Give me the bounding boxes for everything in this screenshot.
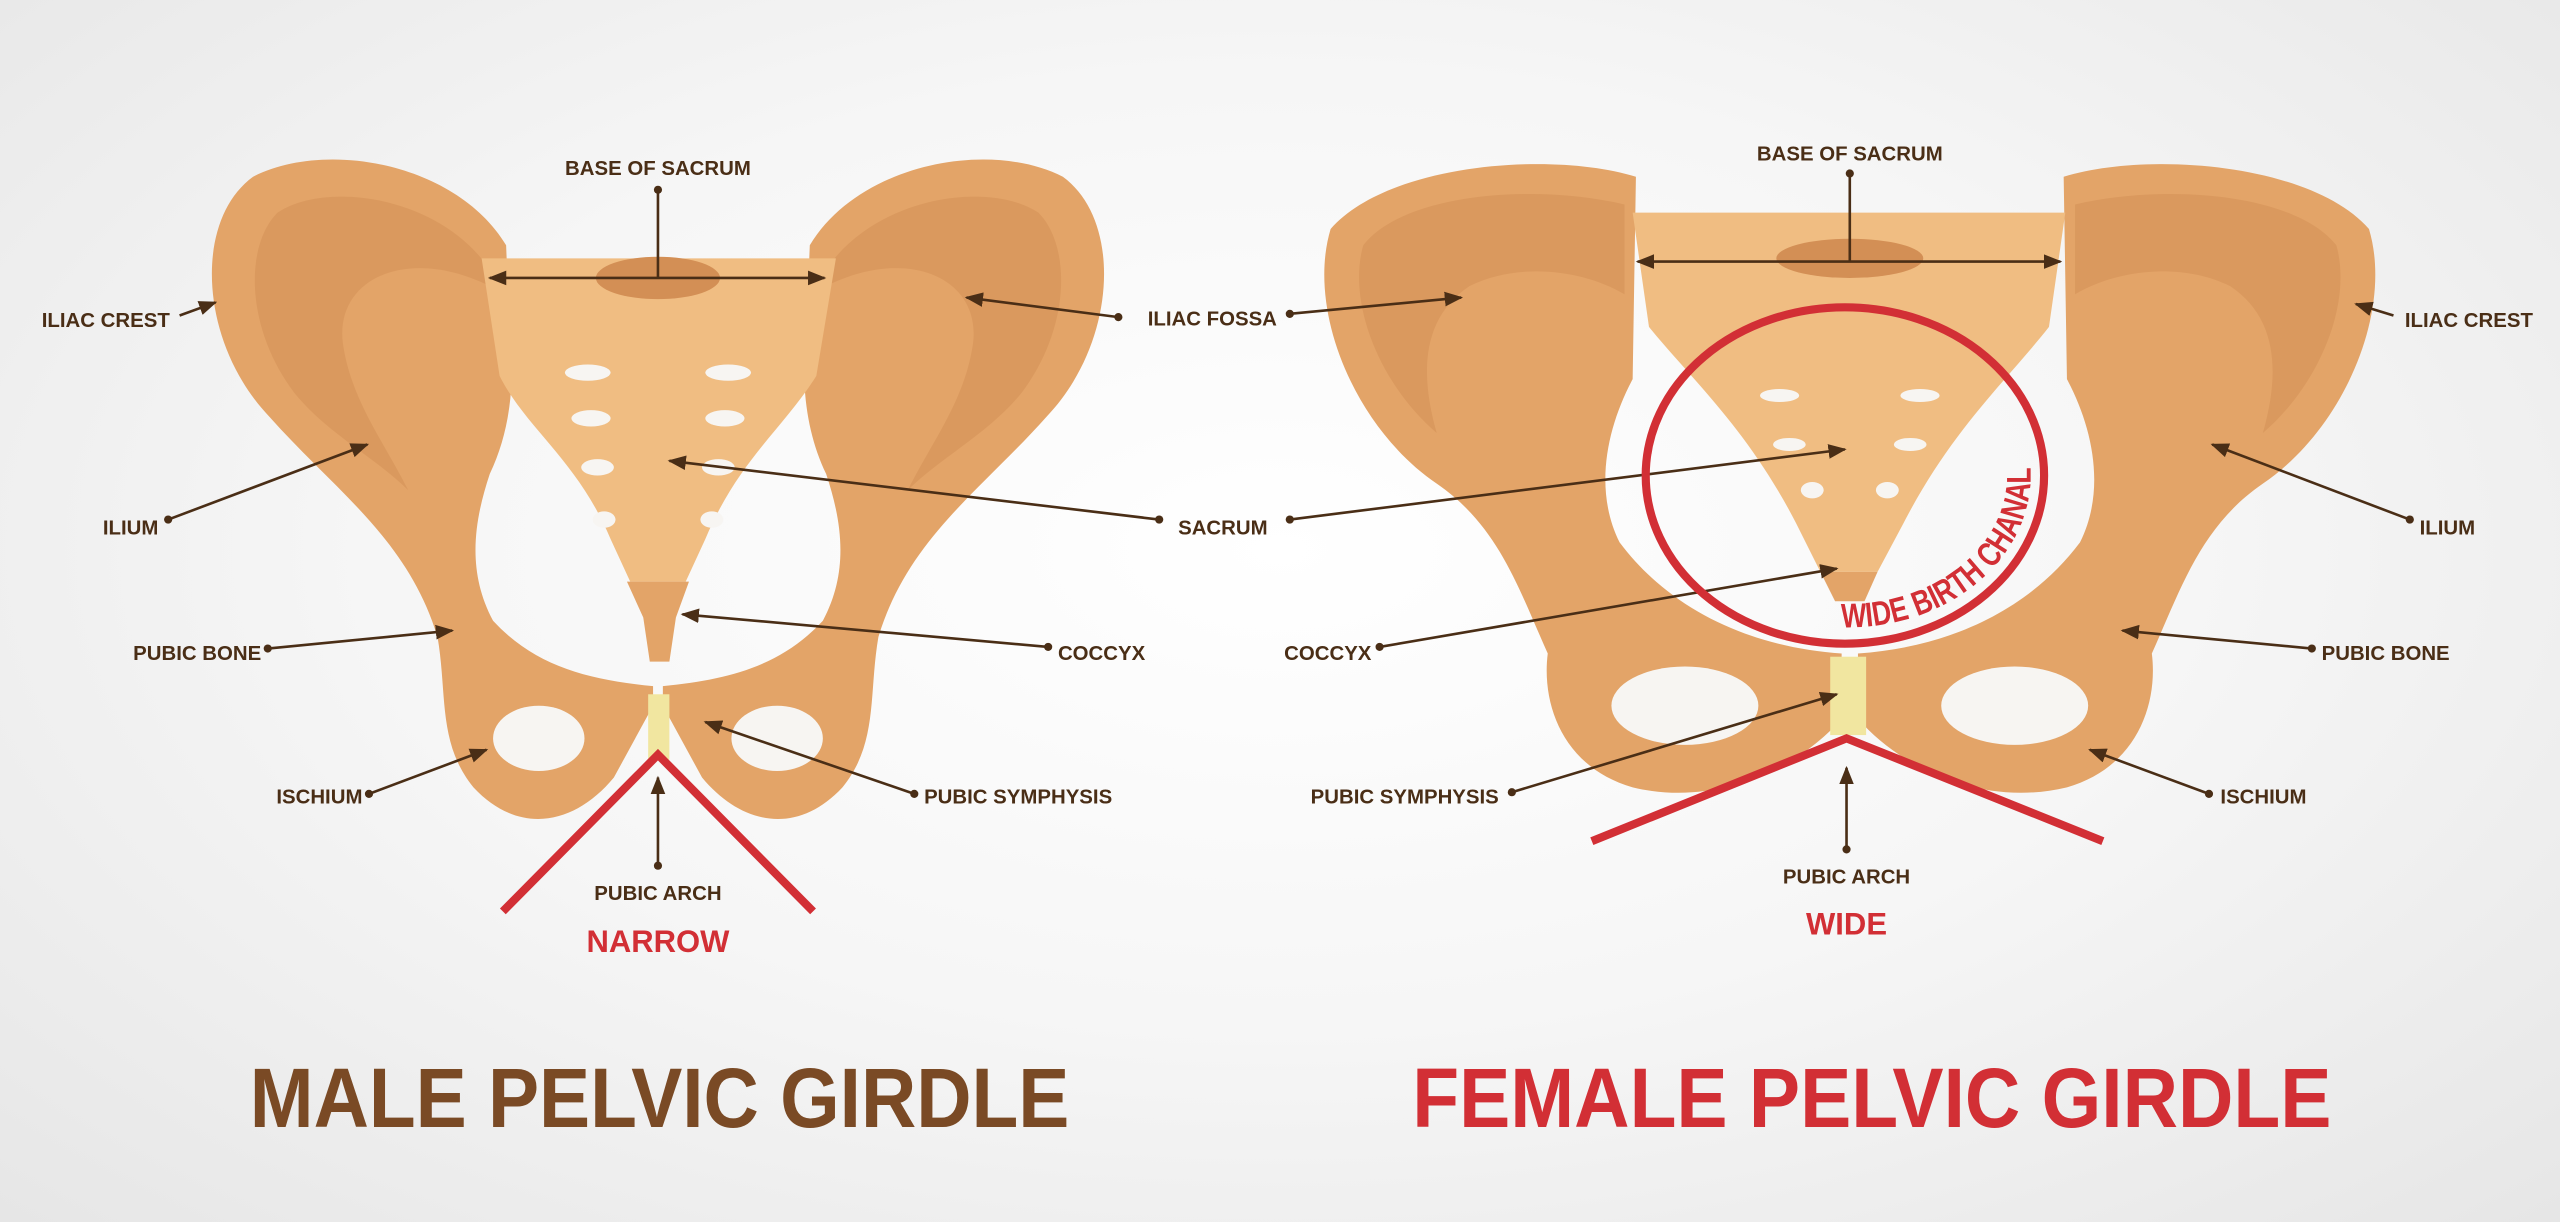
female-pubic-arch-angle xyxy=(1590,733,2105,845)
label-ilium: ILIUM xyxy=(103,517,158,539)
label-ischium: ISCHIUM xyxy=(2220,787,2306,809)
label-pubic-arch: PUBIC ARCH xyxy=(1783,867,1910,889)
male-annotation-lines xyxy=(164,185,1164,870)
label-arch-wide: WIDE xyxy=(1806,906,1887,941)
female-annotation-lines xyxy=(1285,169,2414,854)
label-arch-narrow: NARROW xyxy=(586,924,730,959)
label-pubic-bone: PUBIC BONE xyxy=(133,643,261,665)
label-coccyx: COCCYX xyxy=(1284,643,1372,665)
label-pubic-symphysis: PUBIC SYMPHYSIS xyxy=(1311,787,1499,809)
male-pubic-arch-angle xyxy=(499,748,816,915)
label-ilium: ILIUM xyxy=(2420,517,2476,539)
female-title: FEMALE PELVIC GIRDLE xyxy=(1412,1050,2331,1145)
label-ischium: ISCHIUM xyxy=(276,787,362,809)
label-pubic-arch: PUBIC ARCH xyxy=(594,883,721,905)
female-labels: BASE OF SACRUM ILIAC CREST ILIUM COCCYX … xyxy=(1284,143,2533,941)
label-coccyx: COCCYX xyxy=(1058,643,1146,665)
label-base-of-sacrum: BASE OF SACRUM xyxy=(565,158,751,180)
male-title: MALE PELVIC GIRDLE xyxy=(250,1050,1070,1145)
label-iliac-fossa: ILIAC FOSSA xyxy=(1148,308,1277,330)
label-sacrum: SACRUM xyxy=(1178,517,1268,539)
male-labels: BASE OF SACRUM ILIAC CREST ILIAC FOSSA I… xyxy=(42,158,1277,959)
label-iliac-crest: ILIAC CREST xyxy=(42,310,171,332)
label-pubic-symphysis: PUBIC SYMPHYSIS xyxy=(924,787,1112,809)
label-pubic-bone: PUBIC BONE xyxy=(2322,643,2450,665)
label-base-of-sacrum: BASE OF SACRUM xyxy=(1757,143,1943,165)
label-iliac-crest: ILIAC CREST xyxy=(2405,310,2534,332)
birth-canal-circle xyxy=(1641,303,2049,648)
